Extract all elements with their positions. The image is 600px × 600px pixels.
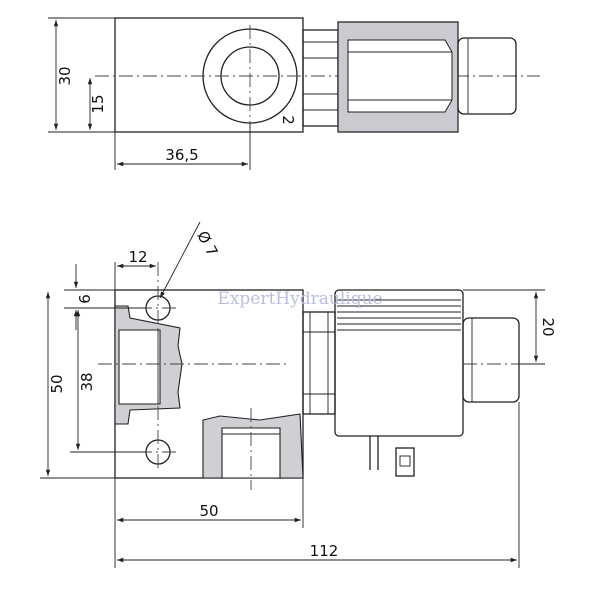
- dim-top-width: 36,5: [165, 146, 198, 164]
- front-nut: [302, 311, 336, 415]
- dim-hole-spacing: 38: [78, 372, 96, 391]
- top-body: [114, 17, 304, 133]
- dim-hole-y: 6: [76, 294, 94, 304]
- dim-front-height: 50: [48, 374, 66, 393]
- dim-body-width: 50: [199, 502, 218, 520]
- top-connector: [457, 37, 517, 115]
- top-nut: [302, 29, 339, 127]
- front-connector: [462, 317, 520, 403]
- terminal: [395, 447, 415, 477]
- top-view: 30 15 36,5 2: [48, 17, 540, 170]
- watermark: ExpertHydraulique: [217, 289, 382, 309]
- dim-top-axis: 15: [89, 94, 107, 113]
- front-view: 12 Ø 7 6 50 38 50 112 20: [40, 221, 557, 568]
- dim-connector: 20: [539, 317, 557, 336]
- dim-top-height: 30: [56, 66, 74, 85]
- dim-hole-dia: Ø 7: [193, 228, 221, 260]
- port-label: 2: [279, 115, 297, 125]
- dim-overall: 112: [310, 542, 339, 560]
- dim-hole-x: 12: [128, 248, 147, 266]
